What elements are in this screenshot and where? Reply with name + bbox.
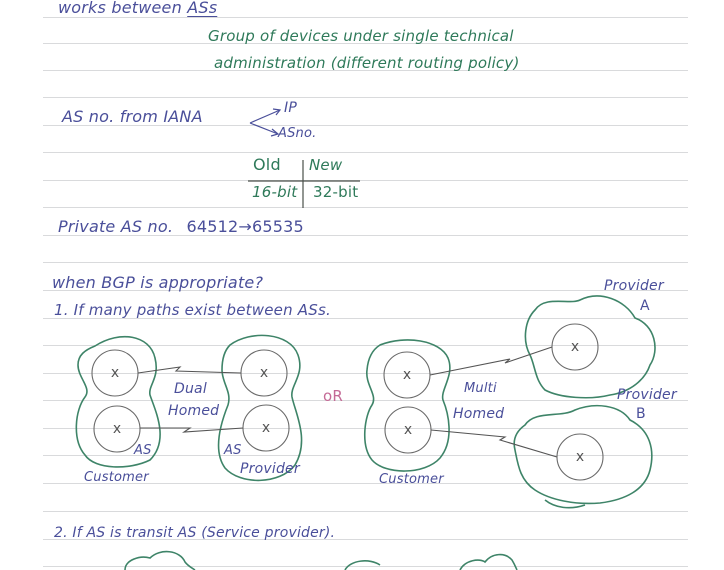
point-2: 2. If AS is transit AS (Service provider… xyxy=(54,525,336,541)
node-x-marker: x xyxy=(403,422,413,438)
dual-link-top xyxy=(137,366,242,374)
private-as-label: Private AS no. xyxy=(58,217,174,236)
works-between-prefix: works between xyxy=(58,0,188,17)
customer-as-blob-dual xyxy=(75,335,161,468)
multi-link-bottom xyxy=(430,429,558,458)
node-x-marker: x xyxy=(259,365,269,381)
node-x-marker: x xyxy=(570,339,580,355)
rule-line xyxy=(43,70,688,71)
iana-arrow-up-head xyxy=(272,108,282,116)
private-as-range-start: 64512 xyxy=(186,217,239,236)
table-value-new: 32-bit xyxy=(313,183,359,201)
rule-line xyxy=(43,17,688,18)
rule-line xyxy=(43,290,688,291)
rule-line xyxy=(43,152,688,153)
node-x-marker: x xyxy=(402,367,412,383)
or-separator: oR xyxy=(323,387,343,405)
dual-provider-as-label: AS xyxy=(224,443,242,458)
works-between-line: works between ASs xyxy=(58,0,217,17)
iana-branch-ip: IP xyxy=(284,100,297,116)
rule-line xyxy=(43,318,688,319)
provider-a-blob xyxy=(524,295,656,399)
rule-line xyxy=(43,207,688,208)
table-header-new: New xyxy=(309,156,343,174)
rule-line xyxy=(43,235,688,236)
table-header-old: Old xyxy=(253,155,281,174)
iana-label: AS no. from IANA xyxy=(62,107,203,126)
ass-term: ASs xyxy=(187,0,218,17)
private-as-range-end: 65535 xyxy=(251,217,304,236)
customer-as-blob-multi xyxy=(364,339,451,472)
point-1: 1. If many paths exist between ASs. xyxy=(54,301,331,319)
provider-a-label-line2: A xyxy=(640,298,650,314)
dual-customer-caption: Customer xyxy=(84,470,149,485)
private-as-line: Private AS no. 64512→65535 xyxy=(58,217,304,236)
dual-customer-as-label: AS xyxy=(134,443,152,458)
dual-link-bottom xyxy=(140,427,244,433)
multi-customer-caption: Customer xyxy=(379,472,444,487)
rule-line xyxy=(43,345,688,346)
provider-b-cloud-tail xyxy=(544,499,586,509)
rule-line xyxy=(43,400,688,401)
provider-as-blob-dual xyxy=(217,334,303,482)
multi-link-top xyxy=(429,346,553,376)
multi-label-line2: Homed xyxy=(453,406,505,422)
dual-label-line2: Homed xyxy=(168,403,220,419)
iana-arrow-up xyxy=(249,109,281,124)
dual-label-line1: Dual xyxy=(174,381,207,397)
transit-cloud-1 xyxy=(124,550,196,570)
as-definition-line-1: Group of devices under single technical xyxy=(208,27,514,45)
node-x-marker: x xyxy=(110,365,120,381)
as-definition-line-2: administration (different routing policy… xyxy=(214,54,520,72)
dual-provider-caption: Provider xyxy=(240,461,300,477)
provider-a-label-line1: Provider xyxy=(604,278,664,294)
dual-customer-node-2 xyxy=(93,405,141,453)
rule-line xyxy=(43,180,688,181)
node-x-marker: x xyxy=(261,420,271,436)
rule-line xyxy=(43,43,688,44)
rule-line xyxy=(43,483,688,484)
rule-line xyxy=(43,262,688,263)
node-x-marker: x xyxy=(575,449,585,465)
rule-line xyxy=(43,455,688,456)
rule-line xyxy=(43,511,688,512)
table-value-old: 16-bit xyxy=(252,183,298,201)
provider-b-label-line2: B xyxy=(636,406,646,422)
transit-cloud-2 xyxy=(344,560,381,570)
rule-line xyxy=(43,125,688,126)
range-arrow: → xyxy=(238,217,252,236)
multi-label-line1: Multi xyxy=(464,381,497,396)
node-x-marker: x xyxy=(112,421,122,437)
iana-arrow-down-head xyxy=(270,128,280,137)
iana-arrow-down xyxy=(249,122,279,135)
iana-branch-asno: ASno. xyxy=(278,126,317,141)
provider-b-blob xyxy=(513,404,653,505)
rule-line xyxy=(43,566,688,567)
transit-cloud-3 xyxy=(459,553,518,570)
provider-b-label-line1: Provider xyxy=(617,387,677,403)
rule-line xyxy=(43,97,688,98)
bgp-question: when BGP is appropriate? xyxy=(52,273,264,292)
rule-line xyxy=(43,373,688,374)
rule-line xyxy=(43,539,688,540)
